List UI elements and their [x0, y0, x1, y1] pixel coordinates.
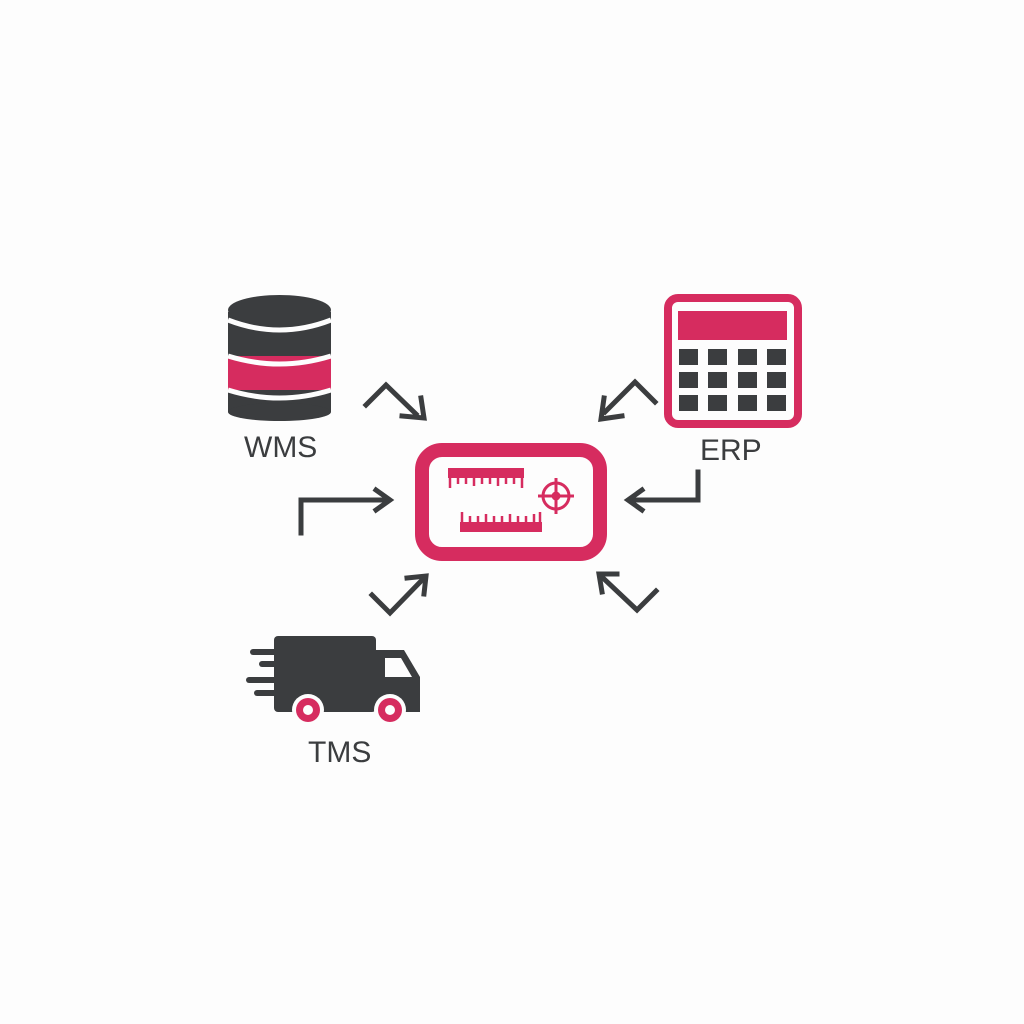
- wms-label: WMS: [244, 431, 318, 464]
- tms-label: TMS: [308, 736, 372, 769]
- arrow-right-to-center: [623, 469, 701, 514]
- arrow-erp-to-center: [598, 378, 659, 422]
- arrow-tms-to-center: [368, 573, 429, 617]
- delivery-truck-icon: [246, 636, 420, 726]
- arrow-left-to-center: [298, 486, 395, 536]
- erp-label: ERP: [700, 434, 762, 467]
- measurement-target-icon: [415, 443, 607, 561]
- arrow-wms-to-center: [362, 381, 427, 421]
- calendar-grid-icon: [664, 294, 802, 428]
- database-icon: [227, 295, 332, 421]
- arrow-lower-right-to-center: [596, 571, 660, 614]
